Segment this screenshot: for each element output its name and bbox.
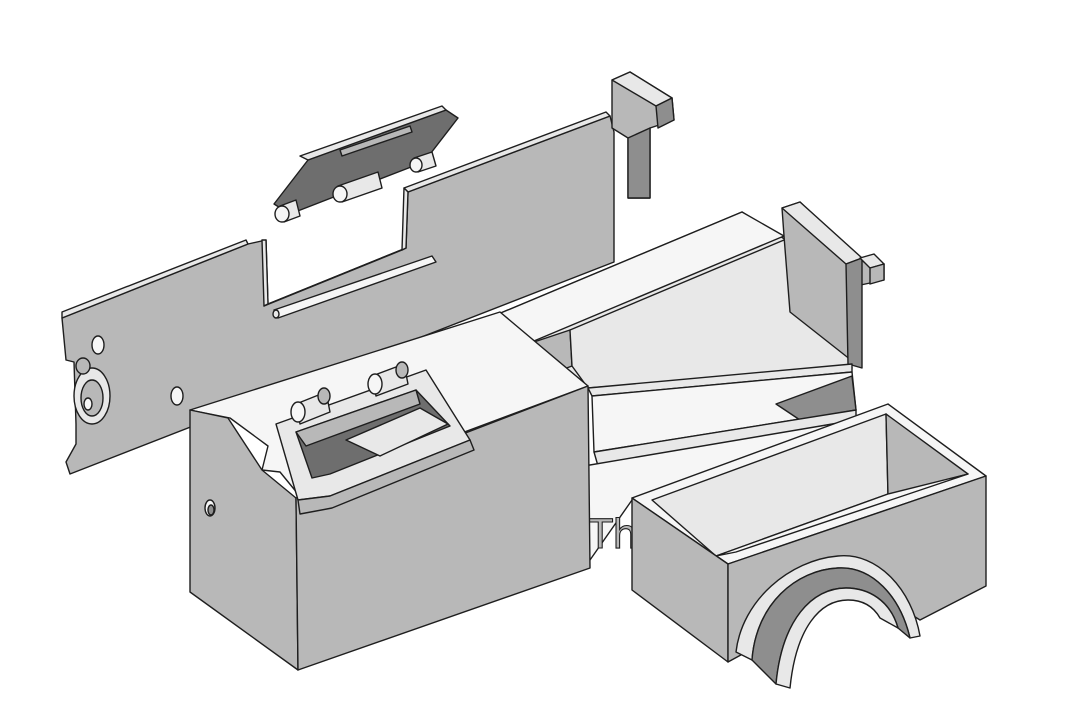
pivot-hole bbox=[83, 397, 93, 411]
rear-right-tab-face bbox=[869, 263, 885, 285]
back-plate-hole-mid bbox=[170, 386, 184, 406]
hinge-flap bbox=[273, 105, 459, 223]
back-plate-hole-top bbox=[91, 335, 105, 355]
front-block-side-hole-inner bbox=[207, 504, 215, 516]
rear-right-wall-edge bbox=[845, 257, 863, 369]
corner-post-side bbox=[655, 97, 675, 129]
hinge-flap-top-edge bbox=[299, 105, 447, 161]
back-plate bbox=[61, 111, 615, 475]
hinge-flap-knuckle-right bbox=[409, 151, 437, 173]
tray bbox=[631, 403, 987, 689]
main-body-rear: Th bbox=[483, 201, 885, 561]
pivot-boss-inner bbox=[80, 379, 104, 417]
corner-post bbox=[611, 71, 675, 199]
front-hinge-knuckle-left bbox=[290, 387, 331, 425]
back-plate-notch-wall-right bbox=[401, 187, 409, 251]
front-hinge-knuckle-right bbox=[367, 361, 409, 397]
hinge-pin-rod-end bbox=[272, 309, 280, 319]
corner-post-stem bbox=[627, 127, 651, 199]
half-pipe-outer bbox=[775, 587, 899, 689]
hinge-frame-inner-floor bbox=[345, 407, 449, 457]
pivot-nub bbox=[75, 357, 91, 375]
hinge-frame-inner-back bbox=[295, 389, 421, 447]
hinge-flap-ridge bbox=[339, 125, 413, 157]
hinge-flap-knuckle-left bbox=[274, 199, 301, 223]
tray-inner-floor bbox=[715, 473, 969, 557]
back-plate-top-edge-left bbox=[61, 239, 249, 319]
hinge-flap-knuckle-mid bbox=[332, 171, 383, 203]
front-hinge-frame bbox=[275, 361, 475, 515]
hinge-frame-lip bbox=[297, 439, 475, 515]
engraved-text: Th bbox=[587, 512, 638, 558]
front-block-front bbox=[295, 385, 591, 671]
